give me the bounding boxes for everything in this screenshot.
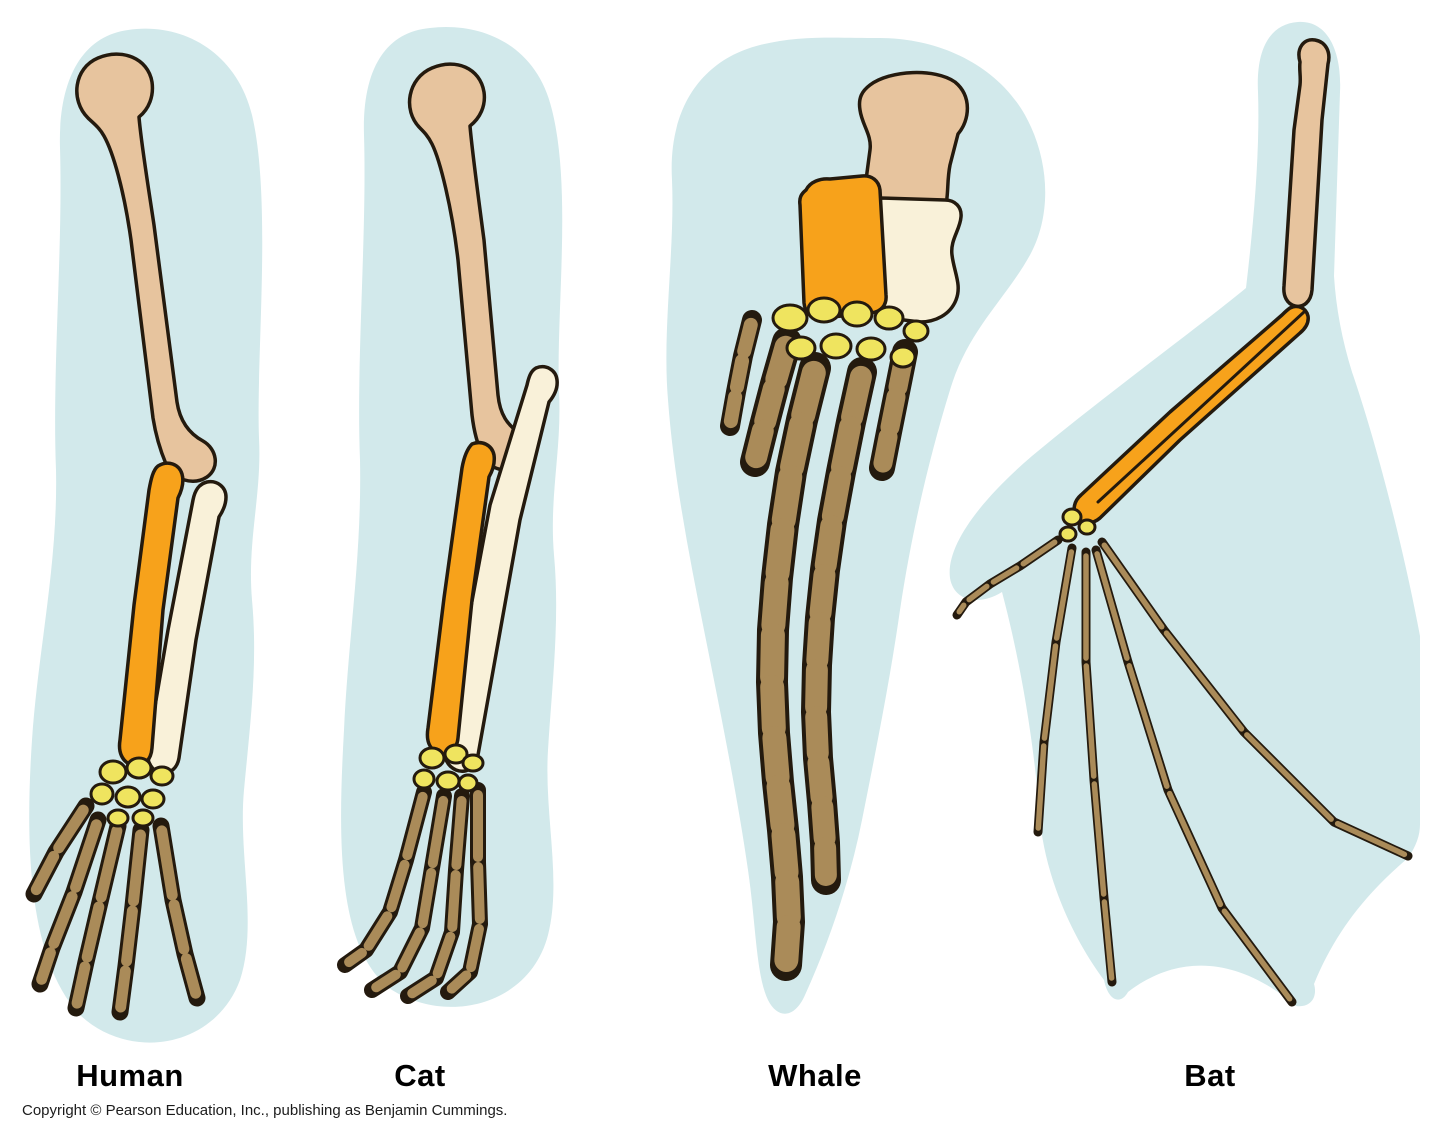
- whale-flipper-illustration: [666, 37, 1046, 1014]
- bat-wing-illustration: [949, 21, 1420, 1007]
- label-human: Human: [76, 1058, 184, 1093]
- bat-ulna-splint-line: [1096, 310, 1306, 504]
- bat-carpal-bones: [1058, 507, 1097, 543]
- human-hand-digits: [25, 797, 206, 1021]
- bat-wing-digits: [952, 535, 1413, 1007]
- label-cat: Cat: [394, 1058, 446, 1093]
- human-humerus-bone: [75, 52, 217, 483]
- human-forelimb-illustration: [25, 28, 263, 1043]
- label-whale: Whale: [768, 1058, 862, 1093]
- cat-paw-digits: [337, 782, 488, 1004]
- cat-panel-background: [341, 26, 563, 1007]
- copyright-text: Copyright © Pearson Education, Inc., pub…: [22, 1102, 508, 1119]
- whale-radius-bone: [798, 174, 888, 320]
- whale-flipper-digits: [720, 310, 918, 981]
- bat-humerus-bone: [1282, 38, 1331, 309]
- cat-forelimb-illustration: [337, 26, 563, 1007]
- whale-carpal-bones: [771, 296, 930, 369]
- human-carpal-bones: [89, 756, 175, 828]
- label-bat: Bat: [1184, 1058, 1236, 1093]
- cat-carpal-bones: [412, 743, 485, 793]
